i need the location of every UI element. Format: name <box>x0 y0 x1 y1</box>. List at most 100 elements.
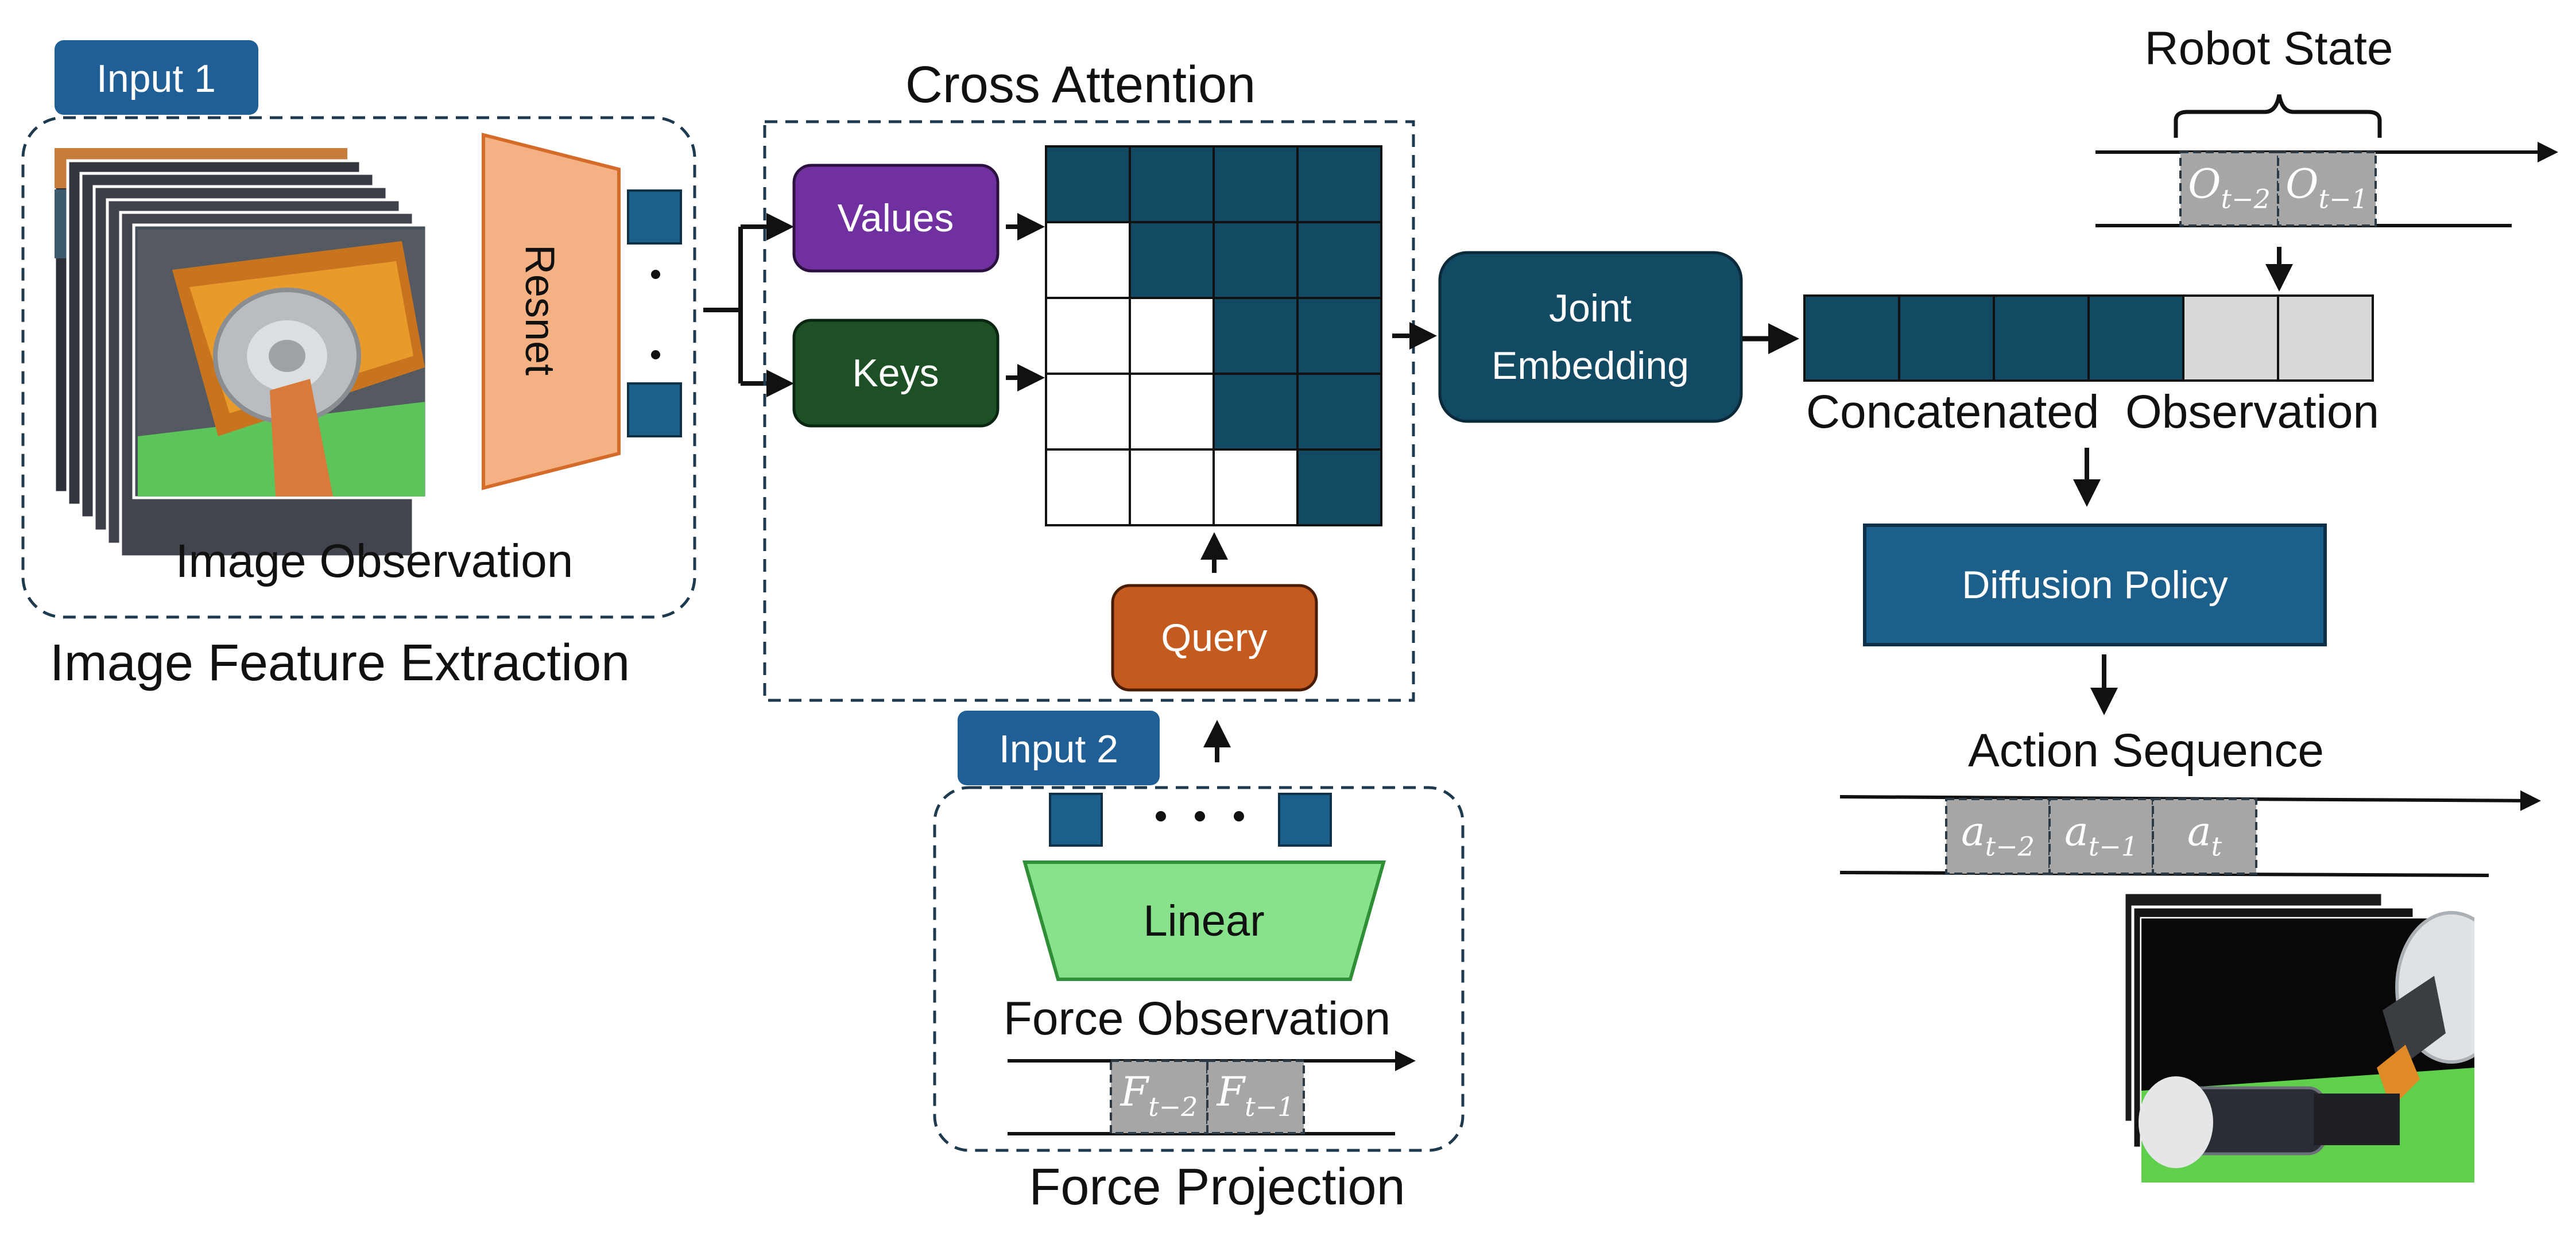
robot-state-slot <box>2277 151 2377 227</box>
robot-state-slot-label: Ot−2 <box>2188 160 2271 214</box>
action-slot <box>2152 798 2257 875</box>
action-slot <box>1945 798 2051 875</box>
action-timeline-arrow <box>1839 790 2541 811</box>
attention-mask-cell <box>1213 373 1299 451</box>
force-slot-label: Ft−2 <box>1120 1068 1198 1122</box>
image-feature-token-bottom <box>627 382 682 437</box>
force-token-left <box>1049 793 1103 847</box>
attention-mask-cell <box>1129 373 1215 451</box>
concatenated-observation-bar <box>1803 294 2374 382</box>
action-slot-subscript: t−2 <box>1985 831 2035 862</box>
attention-mask-cell <box>1129 145 1215 223</box>
image-feature-ellipsis-dot <box>651 350 660 359</box>
force-slot-subscript: t−2 <box>1148 1091 1198 1122</box>
robot-state-slot <box>2179 151 2279 227</box>
force-slot-symbol: F <box>1120 1068 1150 1115</box>
input2-tag <box>958 711 1160 785</box>
robot-state-title: Robot State <box>2144 22 2393 75</box>
force-ellipsis-dot <box>1234 811 1244 821</box>
robot-state-slot-symbol: O <box>2188 160 2221 207</box>
attention-mask-cell <box>1045 297 1131 375</box>
robot-state-slot-label: Ot−1 <box>2286 160 2368 214</box>
attention-mask-cell <box>1213 297 1299 375</box>
force-slot-subscript: t−1 <box>1245 1091 1294 1122</box>
joint-embedding-box <box>1438 251 1743 423</box>
values-box <box>792 164 1000 273</box>
force-slot-symbol: F <box>1216 1068 1246 1115</box>
attention-mask-cell <box>1129 297 1215 375</box>
joint-embedding-label-line1: Joint <box>1549 286 1632 330</box>
action-slot-label: at−2 <box>1961 808 2035 862</box>
linear-label: Linear <box>1143 897 1264 945</box>
concatenated-observation-label: Concatenated Observation <box>1806 386 2379 438</box>
image-observation-stack <box>53 146 428 559</box>
values-label: Values <box>838 196 954 240</box>
query-label: Query <box>1161 616 1267 660</box>
attention-mask-cell <box>1045 221 1131 299</box>
image-feature-ellipsis-dot <box>651 270 660 279</box>
image-feature-title: Image Feature Extraction <box>50 634 630 692</box>
action-slot-label: at−1 <box>2064 808 2138 862</box>
concat-cell-dark <box>1803 294 1900 382</box>
attention-mask-cell <box>1296 145 1382 223</box>
force-observation-label: Force Observation <box>1004 993 1391 1045</box>
action-slot-symbol: a <box>1961 808 1985 855</box>
attention-mask-grid <box>1045 145 1382 526</box>
keys-label: Keys <box>852 351 939 395</box>
attention-mask-cell <box>1296 297 1382 375</box>
action-slot-symbol: a <box>2187 808 2211 855</box>
action-sequence-title: Action Sequence <box>1968 724 2324 777</box>
concat-cell-dark <box>1993 294 2090 382</box>
attention-mask-cell <box>1213 448 1299 526</box>
force-slot <box>1206 1060 1305 1134</box>
force-slot <box>1110 1060 1208 1134</box>
cross-attention-frame <box>763 120 1415 702</box>
robot-state-slot-subscript: t−1 <box>2319 183 2368 214</box>
force-token-right <box>1278 793 1332 847</box>
robot-state-slot-subscript: t−2 <box>2221 183 2271 214</box>
action-slot-subscript: t−1 <box>2089 831 2138 862</box>
concat-cell-dark <box>2087 294 2184 382</box>
image-observation-label: Image Observation <box>176 535 574 587</box>
concat-cell-light <box>2277 294 2374 382</box>
query-box <box>1111 584 1318 692</box>
force-projection-title: Force Projection <box>1029 1158 1405 1216</box>
concat-cell-dark <box>1898 294 1995 382</box>
attention-mask-cell <box>1045 145 1131 223</box>
attention-mask-cell <box>1213 145 1299 223</box>
attention-mask-cell <box>1045 373 1131 451</box>
attention-mask-cell <box>1213 221 1299 299</box>
attention-mask-cell <box>1296 373 1382 451</box>
diffusion-policy-box <box>1863 524 2327 646</box>
force-slot-label: Ft−1 <box>1216 1068 1295 1122</box>
image-to-attention-connector <box>703 213 794 397</box>
resnet-label: Resnet <box>517 245 563 375</box>
joint-embedding-label-line2: Embedding <box>1492 344 1689 387</box>
force-ellipsis-dot <box>1156 811 1166 821</box>
resnet-trapezoid <box>482 133 621 490</box>
attention-mask-cell <box>1129 448 1215 526</box>
image-feature-group-frame <box>21 116 696 619</box>
diffusion-policy-label: Diffusion Policy <box>1962 563 2228 607</box>
attention-mask-cell <box>1296 221 1382 299</box>
input2-tag-label: Input 2 <box>999 727 1118 771</box>
input1-tag <box>55 40 258 115</box>
cross-attention-title: Cross Attention <box>905 56 1256 114</box>
action-slot-symbol: a <box>2064 808 2089 855</box>
robot-state-slot-symbol: O <box>2286 160 2318 207</box>
action-slot-label: at <box>2187 808 2222 862</box>
force-projection-frame <box>933 786 1465 1152</box>
linear-trapezoid <box>1022 860 1386 981</box>
force-ellipsis-dot <box>1195 811 1205 821</box>
action-slot-subscript: t <box>2211 831 2222 862</box>
action-slot <box>2048 798 2154 875</box>
robot-state-brace <box>2174 94 2382 138</box>
attention-mask-cell <box>1129 221 1215 299</box>
concat-cell-light <box>2182 294 2279 382</box>
image-feature-token-top <box>627 189 682 245</box>
attention-mask-cell <box>1296 448 1382 526</box>
input1-tag-label: Input 1 <box>96 57 216 100</box>
